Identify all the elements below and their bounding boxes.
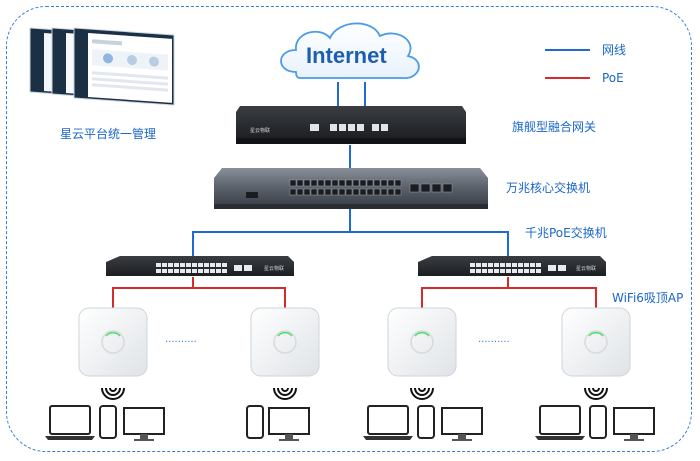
phone-icon	[99, 405, 117, 439]
legend-network-label: 网线	[602, 43, 626, 57]
ap-ellipsis-right: ··········	[478, 337, 510, 348]
gateway-brand: 星云物联	[250, 127, 270, 134]
access-point-label: WiFi6吸顶AP	[612, 291, 683, 305]
management-platform-screens: 星云平台统一管理	[29, 27, 175, 141]
core-switch-device: 万兆核心交换机	[214, 168, 590, 209]
core-switch-ports	[289, 179, 453, 196]
access-point-3	[387, 307, 457, 377]
client-devices-group-4	[535, 405, 655, 441]
ap-ellipsis-left: ··········	[165, 337, 197, 348]
monitor-icon	[613, 407, 655, 435]
phone-icon	[246, 405, 264, 439]
monitor-icon	[441, 407, 483, 435]
client-devices-group-1	[45, 405, 165, 441]
gateway-label: 旗舰型融合网关	[512, 119, 596, 134]
access-point-1	[78, 307, 148, 377]
poe-switch-left-brand: 星云物联	[264, 265, 284, 272]
platform-label: 星云平台统一管理	[60, 126, 156, 141]
access-point-4	[561, 307, 631, 377]
gateway-device: 星云物联 旗舰型融合网关	[236, 106, 596, 144]
internet-cloud: Internet	[280, 22, 420, 79]
monitor-icon	[123, 407, 165, 435]
network-boundary-frame	[6, 6, 692, 452]
wifi-signal-icon	[101, 387, 608, 400]
poe-cables	[112, 277, 597, 308]
phone-icon	[417, 405, 435, 439]
network-cables	[192, 82, 509, 256]
phone-icon	[589, 405, 607, 439]
client-devices-group-3	[363, 405, 483, 441]
poe-switch-label: 千兆PoE交换机	[525, 225, 607, 240]
poe-switch-left: 星云物联	[106, 256, 294, 276]
poe-switch-right: 星云物联	[418, 256, 606, 276]
laptop-icon	[367, 405, 409, 435]
laptop-icon	[49, 405, 91, 435]
monitor-icon	[268, 407, 310, 435]
client-devices-group-2	[246, 405, 310, 441]
laptop-icon	[539, 405, 581, 435]
access-point-2	[250, 307, 320, 377]
poe-switch-right-brand: 星云物联	[576, 265, 596, 272]
core-switch-label: 万兆核心交换机	[506, 180, 590, 195]
legend-poe-label: PoE	[602, 71, 624, 85]
legend: 网线 PoE	[545, 43, 626, 85]
internet-label: Internet	[306, 43, 387, 68]
